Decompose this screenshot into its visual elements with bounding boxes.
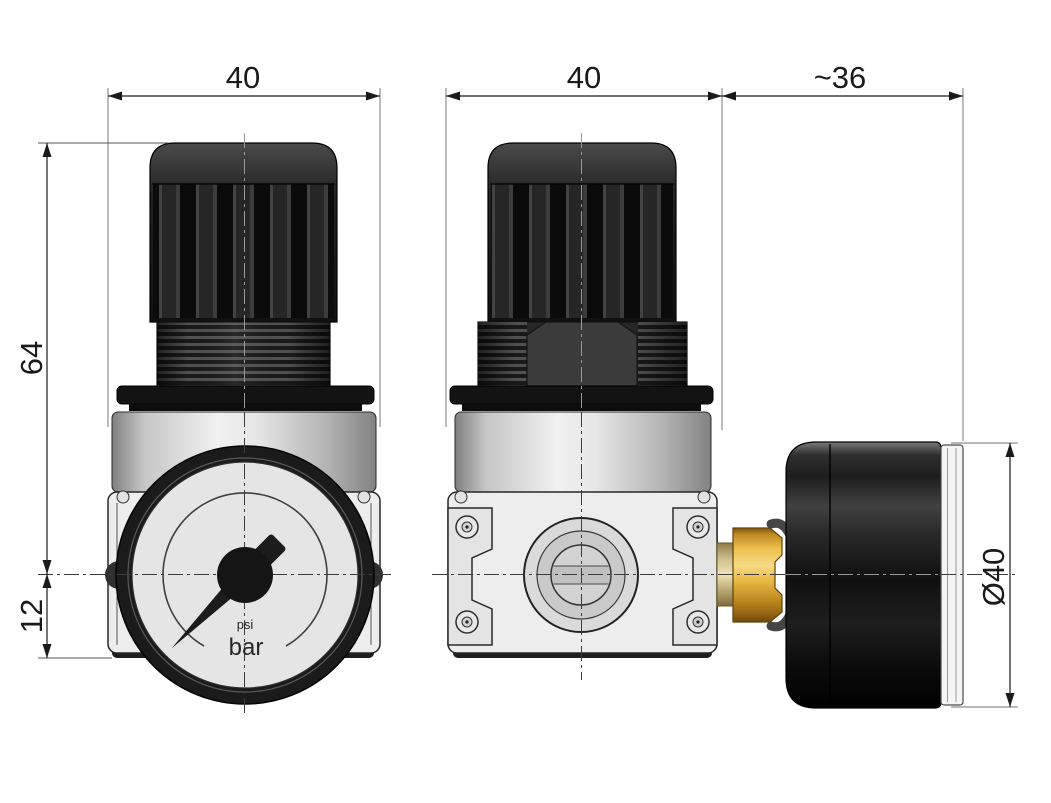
screw	[686, 610, 710, 634]
dim-arrow	[722, 91, 736, 101]
bracket-tab-right	[357, 490, 371, 504]
dimension-upper-height: 64	[14, 143, 52, 574]
extension-lines	[107, 88, 1018, 708]
knob-flutes	[153, 184, 334, 318]
screw	[686, 515, 710, 539]
body-shoulder-side	[454, 411, 712, 493]
gauge-unit-bar: bar	[229, 634, 264, 661]
screw	[455, 515, 479, 539]
dim-arrow	[1005, 443, 1015, 457]
dim-arrow	[42, 143, 52, 157]
dim-label-side-width: 40	[567, 60, 601, 95]
bracket-tab-side-left	[454, 490, 468, 504]
needle-pointer	[171, 581, 239, 649]
dimension-gauge-depth: ~36	[722, 60, 963, 101]
dimension-gauge-diameter: Ø40	[976, 443, 1015, 707]
flange-lip	[129, 403, 362, 411]
dim-arrow	[1005, 693, 1015, 707]
dim-arrow	[108, 91, 122, 101]
mounting-bracket-right	[672, 507, 718, 646]
dimension-front-width: 40	[108, 60, 380, 101]
dim-arrow	[446, 91, 460, 101]
extension-lines-short	[38, 142, 168, 659]
bracket-tab-side-right	[697, 490, 711, 504]
dimension-port-to-bottom: 12	[14, 574, 52, 658]
dim-label-upper-height: 64	[14, 341, 49, 375]
gauge-needle	[171, 534, 286, 649]
bracket-tab-left	[116, 490, 130, 504]
dim-arrow	[42, 574, 52, 588]
dim-label-gauge-depth: ~36	[814, 60, 867, 95]
screw	[455, 610, 479, 634]
dim-arrow	[708, 91, 722, 101]
centerlines	[38, 133, 1018, 716]
needle-hub	[217, 547, 273, 603]
lock-collar-shading	[157, 322, 330, 386]
dim-arrow	[42, 560, 52, 574]
dim-arrow	[949, 91, 963, 101]
gauge-unit-psi: psi	[237, 617, 254, 632]
dim-label-port-to-bottom: 12	[14, 599, 49, 633]
bracket-screws	[455, 515, 710, 634]
mounting-flange	[116, 385, 375, 405]
dimensions: 40 40 ~36 64 12	[14, 60, 1015, 707]
dim-arrow	[366, 91, 380, 101]
dim-arrow	[42, 644, 52, 658]
dimension-side-width: 40	[446, 60, 722, 101]
dim-label-gauge-diameter: Ø40	[976, 548, 1011, 607]
gauge-housing	[785, 441, 942, 709]
dim-label-front-width: 40	[226, 60, 260, 95]
mounting-bracket-left	[447, 507, 493, 646]
